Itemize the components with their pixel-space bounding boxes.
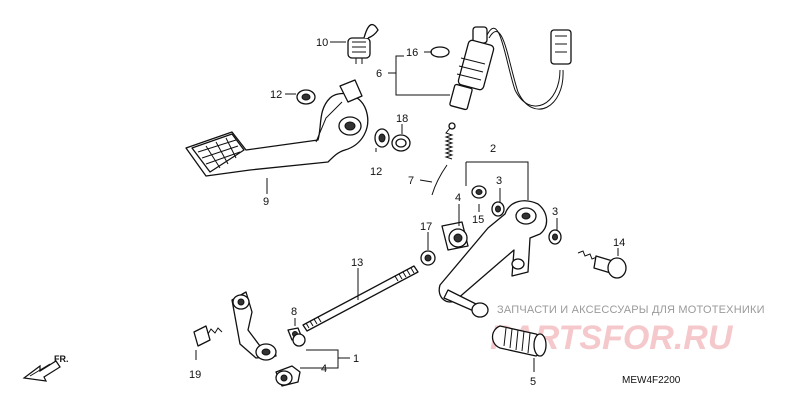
part-10-switch-spring [347, 23, 379, 64]
callout-13: 13 [351, 257, 363, 269]
callout-3-right: 3 [552, 206, 558, 218]
callout-5: 5 [530, 376, 536, 388]
callout-6: 6 [376, 68, 382, 80]
callout-10: 10 [316, 37, 328, 49]
callout-12-upper: 12 [270, 89, 282, 101]
callout-7: 7 [408, 175, 414, 187]
part-12-washer-upper [296, 89, 316, 105]
part-3-washer-right [548, 229, 562, 245]
callout-16: 16 [406, 47, 418, 59]
part-7-spring [431, 122, 456, 196]
part-12-washer-lower [374, 128, 390, 148]
callout-12-lower: 12 [370, 166, 382, 178]
part-4-ball-joint [275, 365, 301, 387]
part-2-shift-arm [438, 200, 548, 318]
front-direction-label: FR. [54, 354, 69, 364]
part-3-washer-upper [491, 201, 505, 217]
part-16-o-ring [430, 46, 450, 58]
callout-17: 17 [420, 221, 432, 233]
diagram-code: MEW4F2200 [622, 375, 681, 386]
callout-8: 8 [291, 306, 297, 318]
callout-2: 2 [490, 143, 496, 155]
callout-4-lower: 4 [321, 363, 327, 375]
part-13-tie-rod [302, 265, 419, 332]
part-9-brake-pedal [185, 79, 369, 177]
part-5-shift-rubber [491, 325, 547, 357]
front-direction-arrow: FR. [22, 354, 69, 382]
part-1-lower-arm [231, 291, 306, 361]
callout-3-upper: 3 [496, 175, 502, 187]
leader-lines [195, 41, 619, 372]
part-4-collar-upper [441, 221, 469, 251]
callout-labels: 10 16 6 12 18 12 7 9 2 4 3 15 3 17 14 13… [189, 37, 625, 388]
callout-9: 9 [263, 196, 269, 208]
callout-15: 15 [472, 214, 484, 226]
part-18-clip [391, 134, 411, 152]
part-6-brake-switch [430, 26, 572, 111]
part-17-nut [420, 250, 436, 266]
callout-18: 18 [396, 113, 408, 125]
callout-4-upper: 4 [455, 192, 461, 204]
callout-14: 14 [613, 237, 625, 249]
part-14-pivot-bolt [577, 250, 627, 279]
watermark-caption: ЗАПЧАСТИ И АКСЕССУАРЫ ДЛЯ МОТОТЕХНИКИ [497, 304, 765, 316]
callout-19: 19 [189, 369, 201, 381]
part-19-bolt [193, 325, 223, 347]
callout-1: 1 [353, 353, 359, 365]
part-15-washer [471, 185, 487, 199]
